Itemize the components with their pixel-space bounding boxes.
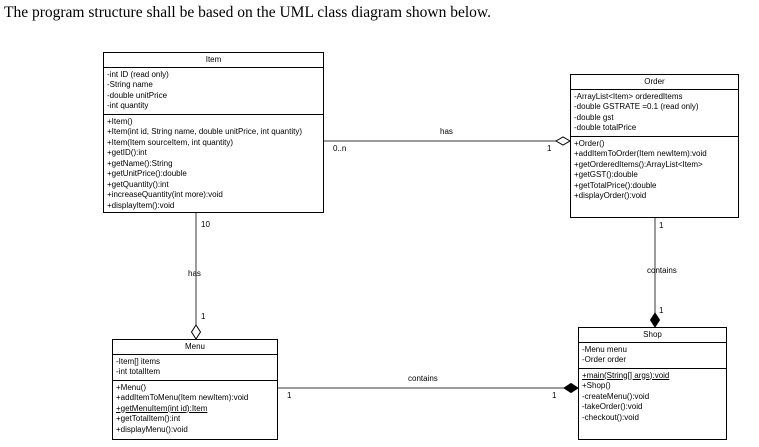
menu-open-aggregation-diamond-icon	[190, 324, 202, 340]
method-line: +Item(int id, String name, double unitPr…	[107, 127, 302, 136]
order-attributes-compartment: -ArrayList<Item> orderedItems -double GS…	[571, 90, 738, 137]
class-box-order: Order -ArrayList<Item> orderedItems -dou…	[570, 74, 739, 218]
method-line: +getOrderedItems():ArrayList<Item>	[574, 159, 703, 169]
class-name-shop: Shop	[579, 328, 726, 343]
order-methods-compartment: +Order() +addItemToOrder(Item newItem):v…	[571, 137, 738, 218]
method-line: +Shop()	[582, 381, 611, 390]
attribute-line: -Item[] items	[116, 356, 161, 366]
attribute-line: -double unitPrice	[107, 90, 168, 100]
method-line: -createMenu():void	[582, 391, 650, 401]
multiplicity-item-menu-source: 10	[201, 220, 210, 229]
multiplicity-item-order-target: 1	[547, 144, 552, 153]
item-attributes-compartment: -int ID (read only) -String name -double…	[104, 68, 323, 115]
attribute-line: -int quantity	[107, 101, 149, 110]
method-line: +displayMenu():void	[116, 424, 188, 434]
attribute-line: -double totalPrice	[574, 123, 637, 132]
multiplicity-order-shop-source: 1	[659, 221, 664, 230]
attribute-line: -int totalItem	[116, 367, 161, 376]
relation-label-item-order: has	[440, 127, 453, 136]
method-line: +getGST():double	[574, 170, 638, 179]
method-line: +getMenuItem(int id):Item	[116, 403, 208, 413]
relation-label-order-shop: contains	[647, 266, 677, 275]
menu-methods-compartment: +Menu() +addItemToMenu(Item newItem):voi…	[113, 381, 277, 440]
menu-attributes-compartment: -Item[] items -int totalItem	[113, 355, 277, 381]
method-line: +getID():int	[107, 148, 147, 157]
multiplicity-item-order-source: 0..n	[333, 144, 347, 153]
attribute-line: -Menu menu	[582, 344, 627, 354]
method-line: +getTotalPrice():double	[574, 180, 657, 190]
shop-filled-composition-diamond-top-icon	[649, 312, 661, 328]
attribute-line: -double gst	[574, 112, 614, 122]
attribute-line: -double GSTRATE =0.1 (read only)	[574, 102, 699, 111]
class-box-item: Item -int ID (read only) -String name -d…	[103, 52, 324, 213]
method-line: +getTotalItem():int	[116, 414, 181, 423]
attribute-line: -String name	[107, 80, 153, 89]
shop-methods-compartment: +main(String[] args):void +Shop() -creat…	[579, 369, 726, 440]
class-name-order: Order	[571, 75, 738, 90]
method-line: +displayOrder():void	[574, 191, 647, 200]
shop-attributes-compartment: -Menu menu -Order order	[579, 343, 726, 369]
order-open-aggregation-diamond-icon	[554, 136, 572, 146]
method-line: +addItemToMenu(Item newItem):void	[116, 393, 249, 402]
multiplicity-order-shop-target: 1	[659, 306, 664, 315]
multiplicity-menu-shop-source: 1	[287, 391, 292, 400]
method-line: +getQuantity():int	[107, 179, 169, 189]
multiplicity-menu-shop-target: 1	[552, 391, 557, 400]
method-line: +Menu()	[116, 382, 147, 392]
relation-label-item-menu: has	[188, 269, 201, 278]
method-line: +Item(Item sourceItem, int quantity)	[107, 137, 234, 147]
heading-text: The program structure shall be based on …	[4, 4, 491, 21]
method-line: -checkout():void	[582, 412, 639, 422]
method-line: +displayItem():void	[107, 200, 175, 210]
method-line: +increaseQuantity(int more):void	[107, 190, 223, 199]
attribute-line: -Order order	[582, 355, 627, 364]
shop-filled-composition-diamond-left-icon	[563, 382, 579, 394]
method-line: +Order()	[574, 138, 605, 148]
class-name-menu: Menu	[113, 340, 277, 355]
method-line: +Item()	[107, 116, 133, 126]
method-line: +main(String[] args):void	[582, 370, 670, 380]
item-methods-compartment: +Item() +Item(int id, String name, doubl…	[104, 115, 323, 214]
multiplicity-item-menu-target: 1	[201, 312, 206, 321]
class-box-menu: Menu -Item[] items -int totalItem +Menu(…	[112, 339, 278, 440]
method-line: +getUnitPrice():double	[107, 169, 187, 178]
class-box-shop: Shop -Menu menu -Order order +main(Strin…	[578, 327, 727, 440]
class-name-item: Item	[104, 53, 323, 68]
method-line: -takeOrder():void	[582, 402, 643, 411]
method-line: +getName():String	[107, 158, 173, 168]
relation-label-menu-shop: contains	[408, 374, 438, 383]
method-line: +addItemToOrder(Item newItem):void	[574, 149, 707, 158]
attribute-line: -int ID (read only)	[107, 69, 169, 79]
attribute-line: -ArrayList<Item> orderedItems	[574, 91, 683, 101]
